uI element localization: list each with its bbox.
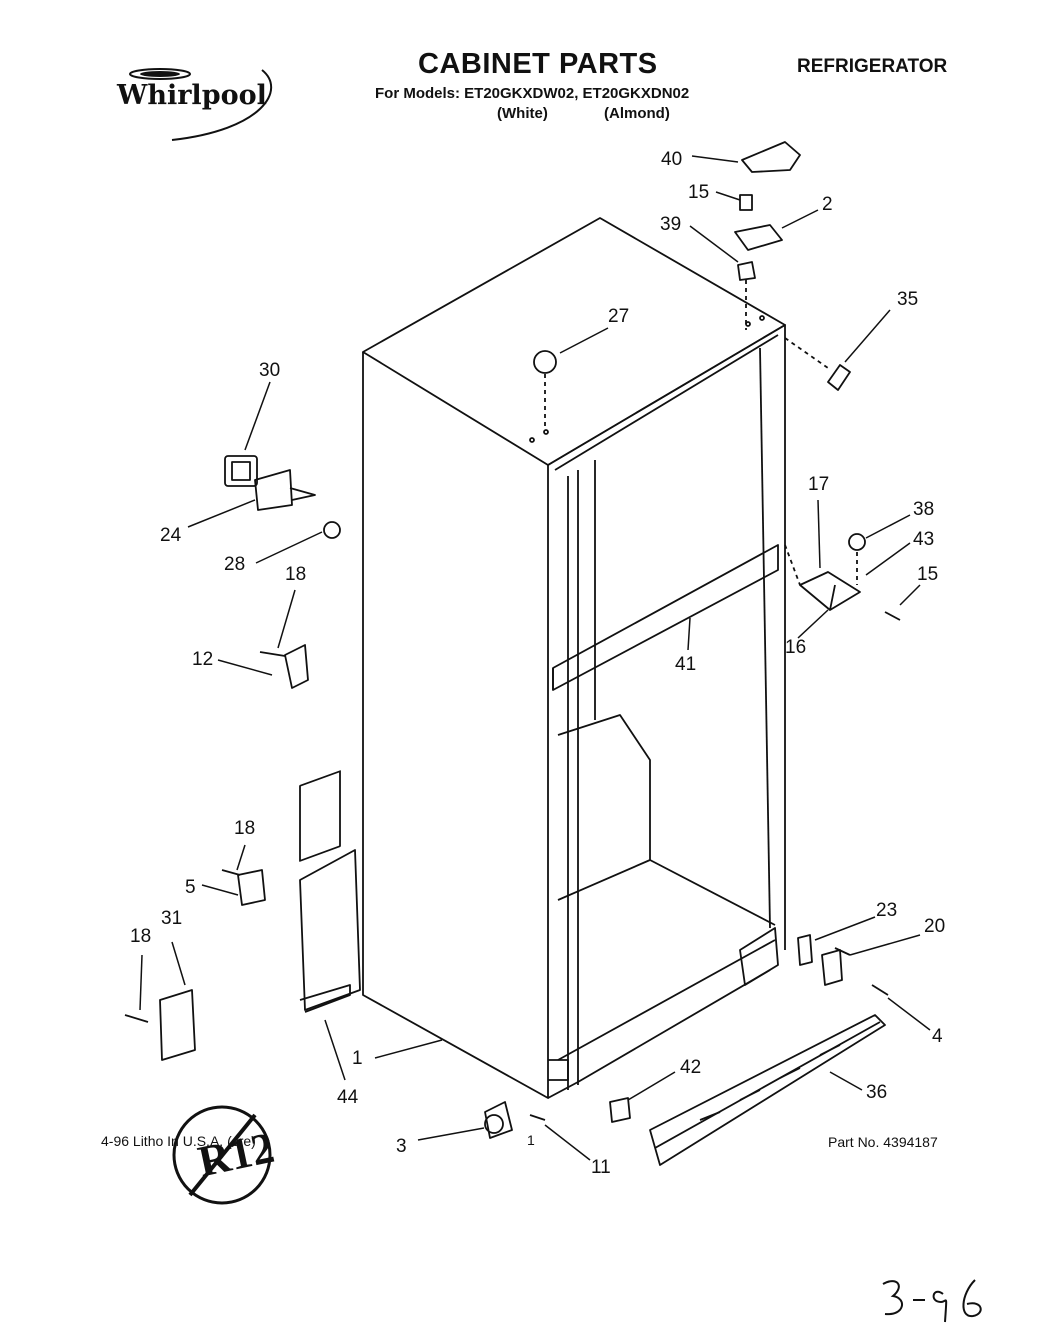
screw-bottom bbox=[529, 1114, 546, 1121]
hinge-shim bbox=[737, 261, 756, 281]
shim-right bbox=[797, 934, 813, 966]
callout-15: 15 bbox=[688, 182, 709, 203]
whirlpool-logo bbox=[129, 68, 273, 141]
callout-42: 42 bbox=[680, 1057, 701, 1078]
top-plug bbox=[533, 350, 557, 374]
lower-hinge bbox=[237, 869, 266, 906]
page-number: 1 bbox=[527, 1132, 535, 1148]
lower-right-hinge bbox=[821, 949, 843, 986]
callout-4: 4 bbox=[932, 1026, 943, 1047]
roller bbox=[484, 1101, 513, 1139]
brand-wordmark: Whirlpool bbox=[117, 80, 267, 111]
callout-36: 36 bbox=[866, 1082, 887, 1103]
callout-18c: 18 bbox=[130, 926, 151, 947]
callout-12: 12 bbox=[192, 649, 213, 670]
screw-top bbox=[739, 194, 753, 211]
screw-left bbox=[124, 1014, 149, 1023]
r12-badge bbox=[172, 1105, 272, 1205]
callout-44: 44 bbox=[337, 1087, 359, 1108]
callout-15b: 15 bbox=[917, 564, 938, 585]
top-hinge bbox=[734, 224, 783, 251]
hinge-cover bbox=[827, 364, 851, 391]
cabinet-shell bbox=[362, 217, 786, 1099]
models-line: For Models: ET20GKXDW02, ET20GKXDN02 bbox=[375, 85, 690, 102]
handwritten-note bbox=[882, 1279, 982, 1323]
screw-lower bbox=[221, 869, 241, 876]
callout-31: 31 bbox=[161, 908, 182, 929]
callout-1: 1 bbox=[352, 1048, 363, 1069]
callout-3: 3 bbox=[396, 1136, 407, 1157]
small-bracket bbox=[284, 644, 309, 689]
hinge-cap bbox=[741, 141, 801, 173]
callout-43: 43 bbox=[913, 529, 934, 550]
right-hinge-bracket bbox=[799, 571, 861, 611]
hinge-cover-left bbox=[159, 989, 196, 1061]
callout-2: 2 bbox=[822, 194, 833, 215]
callout-28: 28 bbox=[224, 554, 245, 575]
toe-grille bbox=[649, 1014, 886, 1166]
callout-38: 38 bbox=[913, 499, 934, 520]
callout-18: 18 bbox=[285, 564, 306, 585]
callout-39: 39 bbox=[660, 214, 681, 235]
callout-23: 23 bbox=[876, 900, 897, 921]
page-title: CABINET PARTS bbox=[418, 48, 658, 80]
callout-11: 11 bbox=[591, 1157, 611, 1178]
center-hinge-pin bbox=[254, 469, 293, 511]
footer-litho: 4-96 Litho In U.S.A. (cre) bbox=[101, 1133, 256, 1149]
part-number: Part No. 4394187 bbox=[828, 1134, 938, 1150]
bottom-left-bracket bbox=[299, 770, 361, 1013]
product-label: REFRIGERATOR bbox=[797, 56, 948, 77]
screw-lower-right bbox=[871, 984, 889, 996]
callout-20: 20 bbox=[924, 916, 945, 937]
spacer bbox=[848, 533, 866, 551]
variant-almond: (Almond) bbox=[604, 105, 670, 122]
screw-right bbox=[884, 611, 901, 621]
callout-24: 24 bbox=[160, 525, 182, 546]
callout-5: 5 bbox=[185, 877, 196, 898]
washer bbox=[323, 521, 341, 539]
clip bbox=[609, 1097, 631, 1123]
gasket bbox=[224, 455, 258, 487]
callout-16: 16 bbox=[785, 637, 806, 658]
variant-white: (White) bbox=[497, 105, 548, 122]
callout-40: 40 bbox=[661, 149, 682, 170]
callout-41: 41 bbox=[675, 654, 696, 675]
callout-18b: 18 bbox=[234, 818, 255, 839]
screw bbox=[259, 651, 286, 657]
callout-17: 17 bbox=[808, 474, 829, 495]
callout-30: 30 bbox=[259, 360, 280, 381]
callout-35: 35 bbox=[897, 289, 918, 310]
callout-27: 27 bbox=[608, 306, 629, 327]
